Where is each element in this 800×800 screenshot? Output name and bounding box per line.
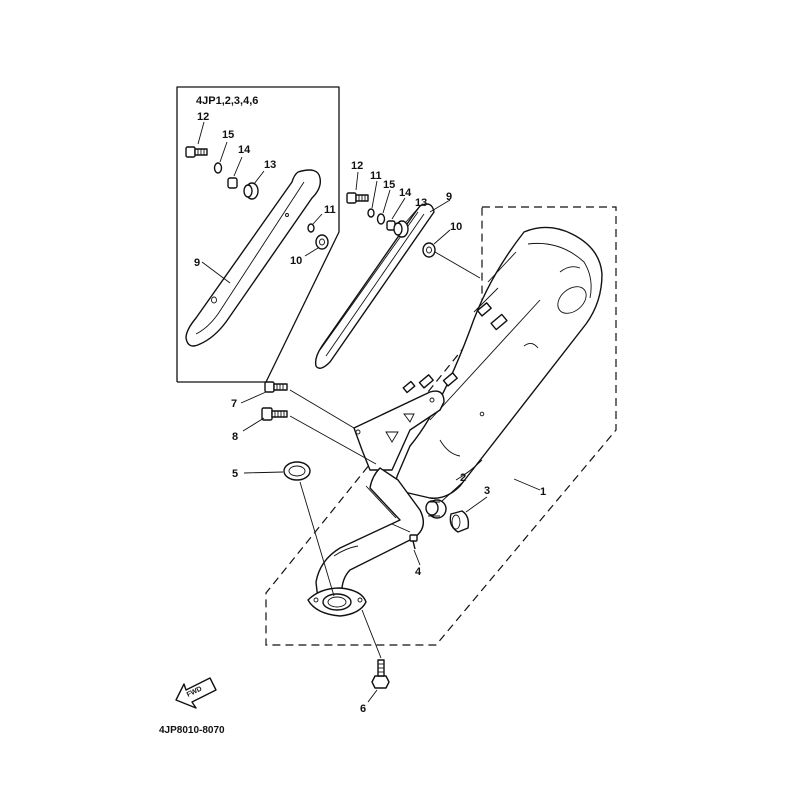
- callout-6: 6: [360, 703, 366, 715]
- inset-collar-14: [227, 177, 238, 189]
- muffler-body: [395, 226, 603, 499]
- main-bolt-12: [346, 192, 369, 204]
- callout-4: 4: [415, 566, 422, 578]
- callout-7: 7: [231, 398, 237, 410]
- inset-washer-15: [213, 162, 223, 174]
- main-callout-11: 11: [370, 170, 382, 182]
- callout-8: 8: [232, 431, 238, 443]
- catalog-code: 4JP8010-8070: [159, 725, 225, 736]
- inset-callout-11: 11: [324, 204, 336, 216]
- inset-callout-14: 14: [238, 144, 251, 156]
- main-washer-15: [376, 213, 386, 225]
- inset-washer-10: [315, 234, 329, 250]
- bolt-8: [261, 407, 288, 421]
- main-callout-13: 13: [415, 197, 427, 209]
- callout-1: 1: [540, 486, 546, 498]
- inset-callout-10: 10: [290, 255, 302, 267]
- callout-2: 2: [460, 472, 466, 484]
- inset-callout-13: 13: [264, 159, 276, 171]
- forward-arrow-icon: FWD: [175, 677, 217, 709]
- main-callout-15: 15: [383, 179, 395, 191]
- main-callout-10: 10: [450, 221, 462, 233]
- inset-variant-box: 4JP1,2,3,4,6 12 15 14 13: [176, 86, 340, 383]
- collar-3: [449, 510, 470, 533]
- inset-callout-15: 15: [222, 129, 234, 141]
- flange-bolt-6: [371, 659, 390, 689]
- gasket-5: [283, 461, 311, 481]
- bolt-7: [264, 381, 288, 393]
- inset-bolt-12: [185, 146, 208, 158]
- main-callout-12: 12: [351, 160, 363, 172]
- main-callout-9: 9: [446, 191, 452, 203]
- main-callout-14: 14: [399, 187, 412, 199]
- inset-grommet-13: [243, 182, 259, 200]
- callout-5: 5: [232, 468, 238, 480]
- grommet-2: [425, 499, 447, 519]
- mounting-bracket: [353, 390, 445, 471]
- main-grommet-13: [393, 220, 409, 238]
- inset-heat-shield-9: [185, 169, 322, 347]
- screw-4: [409, 534, 418, 550]
- main-washer-11: [367, 208, 375, 218]
- inset-title: 4JP1,2,3,4,6: [196, 95, 258, 107]
- inset-callout-12: 12: [197, 111, 209, 123]
- main-heat-shield-9: [314, 203, 435, 369]
- inset-washer-11: [307, 223, 315, 233]
- callout-3: 3: [484, 485, 490, 497]
- inset-callout-9: 9: [194, 257, 200, 269]
- muffler-assembly-outline: [265, 206, 617, 646]
- main-washer-10: [422, 242, 436, 258]
- pipe-flange: [307, 587, 367, 617]
